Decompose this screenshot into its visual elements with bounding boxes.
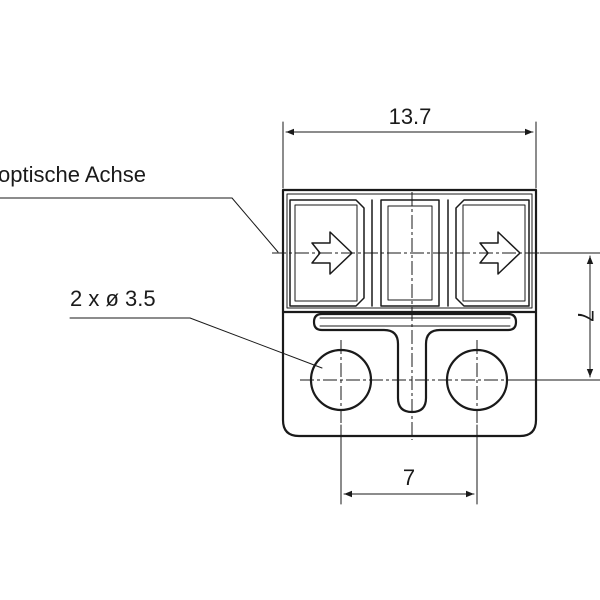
holes-label: 2 x ø 3.5 — [70, 286, 156, 311]
center-lines — [272, 192, 540, 440]
dimension-hole-spacing-label: 7 — [403, 465, 415, 490]
dimension-hole-spacing: 7 — [340, 424, 478, 505]
mounting-slot — [312, 312, 518, 414]
leader-optical-axis: optische Achse — [0, 162, 279, 253]
dimension-width: 13.7 — [282, 104, 537, 189]
optical-axis-label: optische Achse — [0, 162, 146, 187]
left-direction-arrow-icon — [311, 231, 353, 275]
dimension-height-label: 7 — [573, 310, 598, 322]
upper-inner-frame — [286, 193, 533, 309]
right-direction-arrow-icon — [479, 231, 521, 275]
leader-holes: 2 x ø 3.5 — [69, 286, 323, 369]
dimension-height: 7 — [519, 252, 600, 381]
housing-outline — [281, 188, 538, 438]
dimension-width-label: 13.7 — [389, 104, 432, 129]
